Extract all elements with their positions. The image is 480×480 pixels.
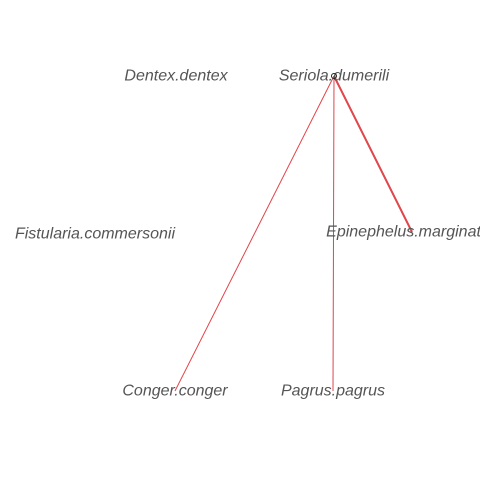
edge-seriola-epinephelus bbox=[333, 75, 413, 233]
labels-layer: Dentex.dentex Seriola.dumeriliFistularia.… bbox=[15, 68, 480, 400]
node-marker-seriola bbox=[331, 73, 337, 79]
node-label-fistularia: Fistularia.commersonii bbox=[15, 226, 175, 243]
node-label-seriola: Seriola.dumerili bbox=[279, 68, 390, 85]
node-label-pagrus: Pagrus.pagrus bbox=[281, 383, 385, 400]
node-label-dentex: Dentex.dentex bbox=[124, 68, 228, 85]
edge-seriola-conger bbox=[174, 75, 335, 392]
node-label-conger: Conger.conger bbox=[122, 383, 228, 400]
markers-layer bbox=[331, 73, 337, 79]
edges-layer bbox=[174, 75, 413, 392]
node-label-epinephelus: Epinephelus.marginatus bbox=[326, 224, 480, 241]
edge-seriola-pagrus bbox=[332, 75, 335, 392]
